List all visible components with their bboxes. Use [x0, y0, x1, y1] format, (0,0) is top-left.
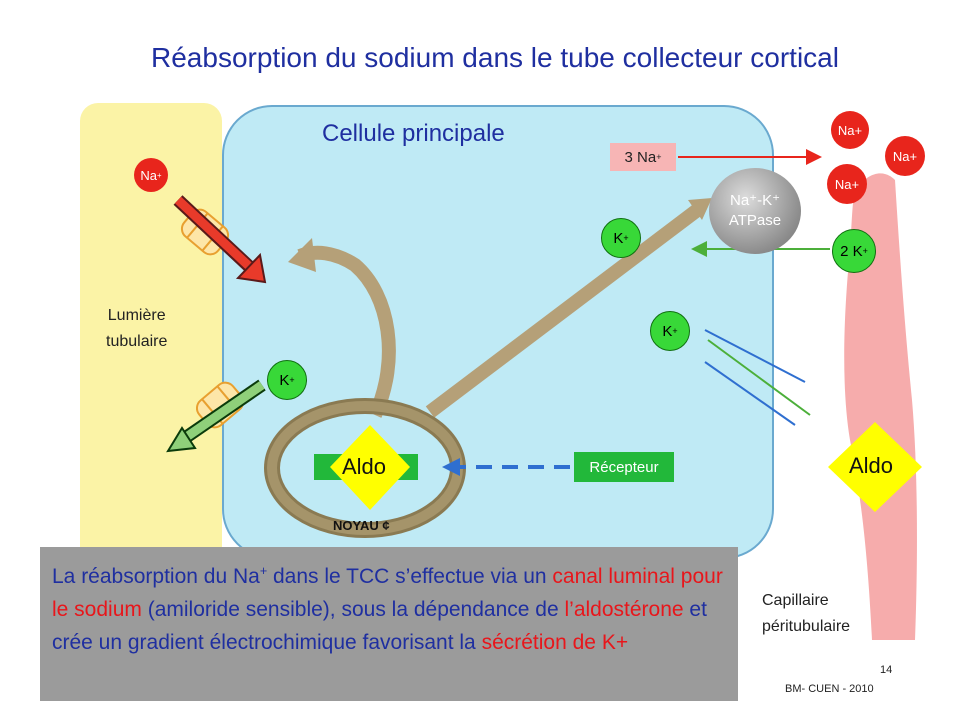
peritubular-capillary: [844, 173, 917, 640]
text-highlight-aldosterone: l’aldostérone: [564, 598, 684, 621]
sodium-3-label: 3 Na+: [610, 143, 676, 171]
potassium-ion-basolateral: K+: [650, 311, 690, 351]
capillary-label-line1: Capillaire: [762, 592, 829, 609]
aldo-action-arrow: [297, 245, 396, 418]
capillary-label-line2: péritubulaire: [762, 618, 851, 635]
pump-label-line1: Na⁺-K⁺: [729, 192, 780, 209]
na-k-atpase-pump: Na⁺-K⁺ ATPase: [709, 168, 801, 254]
potassium-ion-capillary: 2 K+: [832, 229, 876, 273]
text-part-4: (amiloride sensible), sous la dépendance…: [141, 598, 565, 621]
text-highlight-k-secretion: sécrétion de K+: [481, 631, 629, 654]
page-number: 14: [880, 664, 893, 676]
cell-label: Cellule principale: [322, 120, 505, 147]
text-part-1: La réabsorption du Na: [52, 565, 260, 588]
aldo-diamond-extracellular: [828, 422, 922, 512]
potassium-ion-cell: K+: [601, 218, 641, 258]
lumen-label-line1: Lumière: [107, 307, 166, 324]
sodium-ion-capillary-3: Na+: [885, 136, 925, 176]
aldo-diamond-nucleus: [330, 425, 410, 510]
sodium-ion-lumen: Na+: [134, 158, 168, 192]
text-part-2: dans le TCC s’effectue via un: [267, 565, 553, 588]
pump-label-line2: ATPase: [728, 212, 782, 229]
explanation-box: La réabsorption du Na+ dans le TCC s’eff…: [40, 547, 738, 701]
aldo-label-nucleus: Aldo: [342, 454, 387, 479]
receptor-box: Récepteur: [574, 452, 674, 482]
text-part-6: et crée un gradient électrochimique favo…: [52, 598, 707, 654]
page-title: Réabsorption du sodium dans le tube coll…: [151, 42, 839, 73]
sodium-ion-capillary-2: Na+: [827, 164, 867, 204]
footer-credit: BM- CUEN - 2010: [785, 683, 874, 695]
lumen-label: Lumière tubulaire: [106, 303, 167, 355]
text-highlight-canal: canal luminal pour le sodium: [52, 565, 723, 621]
aldo-label-extracellular: Aldo: [849, 453, 894, 478]
potassium-ion-luminal: K+: [267, 360, 307, 400]
capillary-label: Capillaire péritubulaire: [762, 588, 850, 640]
nucleus-to-pump-arrow: [425, 202, 705, 418]
sodium-ion-capillary-1: Na+: [831, 111, 869, 149]
nucleus-label: NOYAU ¢: [333, 518, 390, 533]
lumen-label-line2: tubulaire: [106, 333, 168, 350]
